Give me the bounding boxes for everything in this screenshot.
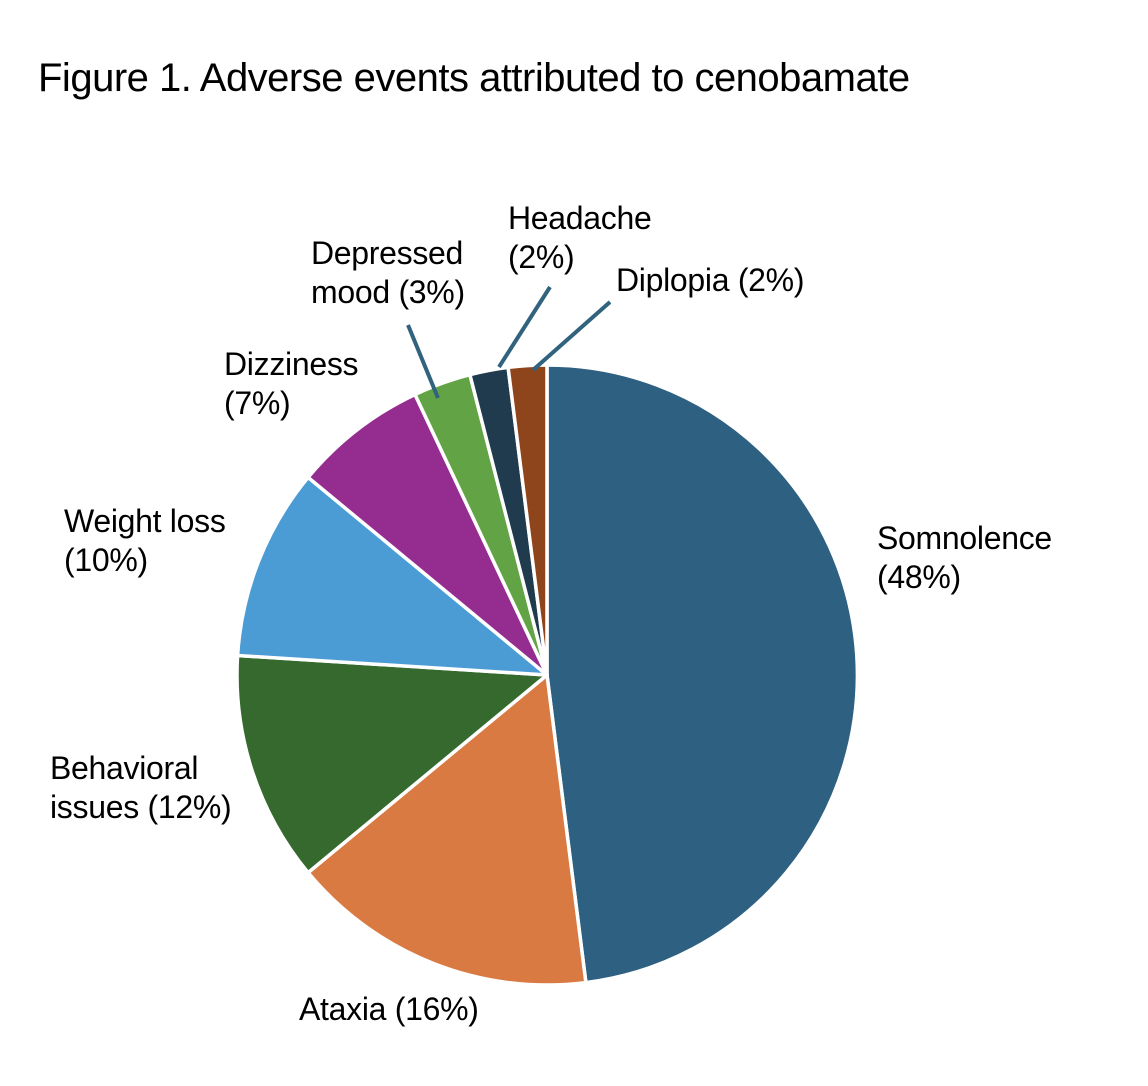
pie-slice-weight-loss [235,475,549,677]
slice-label-weight-loss: Weight loss (10%) [64,502,226,580]
pie [235,363,860,987]
slice-label-line: Depressed [311,235,464,271]
pie-slice-somnolence [545,363,860,985]
slice-label-headache: Headache (2%) [508,199,652,277]
pie-slice-diplopia [506,363,549,677]
pie-slice-ataxia [306,673,588,987]
pie-slice-behavioral-issues [235,653,549,875]
slice-label-line: Headache [508,200,652,236]
slice-label-dizziness: Dizziness (7%) [224,345,359,423]
slice-label-somnolence: Somnolence (48%) [877,519,1052,597]
leader-line-headache [497,285,552,369]
slice-label-line: Diplopia (2%) [616,262,805,298]
slice-label-behavioral-issues: Behavioral issues (12%) [50,749,232,827]
slice-label-depressed-mood: Depressed mood (3%) [311,234,465,312]
leader-line-diplopia [531,300,612,372]
slice-label-line: Ataxia (16%) [299,991,479,1027]
pie-slice-dizziness [306,392,549,677]
slice-label-line: Weight loss [64,503,226,539]
slice-label-diplopia: Diplopia (2%) [616,261,804,300]
slice-label-line: (10%) [64,542,148,578]
slice-label-line: Somnolence [877,520,1052,556]
leader-line-depressed-mood [406,324,440,399]
slice-label-line: (48%) [877,559,961,595]
slice-label-line: (2%) [508,239,575,275]
slice-label-line: issues (12%) [50,789,232,825]
figure-title: Figure 1. Adverse events attributed to c… [38,56,910,100]
slice-label-line: (7%) [224,385,291,421]
slice-label-line: Dizziness [224,346,359,382]
slice-label-line: Behavioral [50,750,199,786]
slice-label-line: mood (3%) [311,274,465,310]
slice-label-ataxia: Ataxia (16%) [299,990,479,1029]
